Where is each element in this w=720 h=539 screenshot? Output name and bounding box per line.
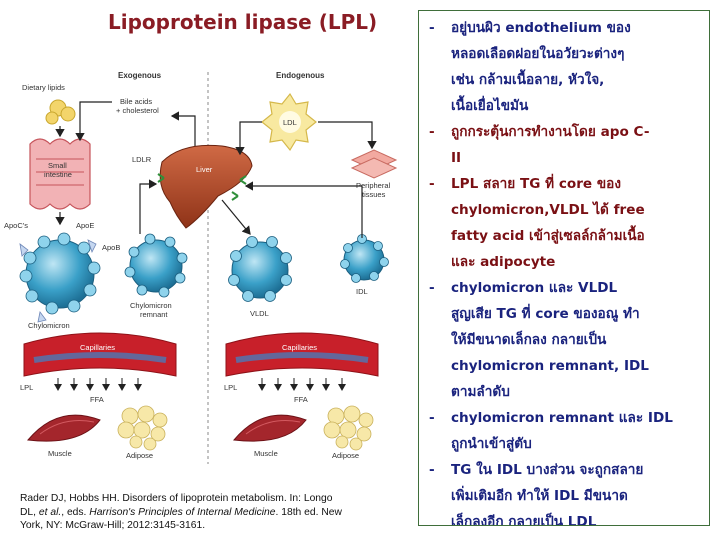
bullet-dash: - <box>429 462 435 478</box>
bullet-line: เพิ่มเติมอีก ทำให้ IDL มีขนาด <box>451 488 628 504</box>
ffa-right-label: FFA <box>294 395 308 404</box>
citation-eds: , eds. <box>61 506 90 518</box>
citation-book-title: Harrison's Principles of Internal Medici… <box>89 506 276 518</box>
muscle-right-label: Muscle <box>254 449 278 458</box>
muscle-left-label: Muscle <box>48 449 72 458</box>
bullet-line: ถูกกระตุ้นการทำงานโดย apo C- <box>451 124 650 140</box>
idl-particle <box>340 234 389 283</box>
ffa-arrows-right <box>258 378 346 391</box>
vldl-label: VLDL <box>250 309 269 318</box>
bullet-item: -chylomicron และ VLDL สูญเสีย TG ที่ core… <box>423 275 705 405</box>
citation-et-al: et al. <box>38 506 62 518</box>
peripheral-tissues <box>350 149 398 179</box>
chylo-remnant-label-1: Chylomicron <box>130 301 172 310</box>
bullet-line: เช่น กล้ามเนื้อลาย, หัวใจ, <box>451 72 605 88</box>
ldlr-label: LDLR <box>132 155 152 164</box>
small-intestine-label-2: intestine <box>44 170 72 179</box>
apoe-label: ApoE <box>76 221 94 230</box>
dietary-lipid-droplets <box>45 99 76 125</box>
adipose-right-label: Adipose <box>332 451 359 460</box>
citation-authors: DL, <box>20 506 39 518</box>
bullet-line: TG ใน IDL บางส่วน จะถูกสลาย <box>451 462 644 478</box>
bullet-line: สูญเสีย TG ที่ core ของอณู ทำ <box>451 306 640 322</box>
bullet-line: chylomicron และ VLDL <box>451 280 618 296</box>
bullet-item: -TG ใน IDL บางส่วน จะถูกสลายเพิ่มเติมอีก… <box>423 457 705 526</box>
bullet-line: ถูกนำเข้าสู่ตับ <box>451 436 532 452</box>
small-intestine <box>29 138 91 210</box>
lpl-right-label: LPL <box>224 383 237 392</box>
bullet-line: และ adipocyte <box>451 254 556 270</box>
peripheral-label-2: tissues <box>362 190 386 199</box>
bullet-line: II <box>451 150 462 166</box>
bullet-dash: - <box>429 280 435 296</box>
adipose-left-label: Adipose <box>126 451 153 460</box>
bullet-item: -LPL สลาย TG ที่ core ของ chylomicron,VLD… <box>423 171 705 275</box>
citation-line-2: DL, et al., eds. Harrison's Principles o… <box>20 506 415 520</box>
bullet-list: -อยู่บนผิว endothelium ของหลอดเลือดฝอยใน… <box>423 15 705 526</box>
citation-edition: . 18th ed. New <box>275 506 342 518</box>
chylomicron-particle <box>19 232 101 323</box>
apob-label: ApoB <box>102 243 120 252</box>
bile-acids-label-2: + cholesterol <box>116 106 159 115</box>
liver-label: Liver <box>196 165 213 174</box>
bullet-line: อยู่บนผิว endothelium ของ <box>451 20 631 36</box>
bullet-line: ให้มีขนาดเล็กลง กลายเป็น <box>451 332 607 348</box>
bullet-line: chylomicron remnant และ IDL <box>451 410 673 426</box>
citation-line-1: Rader DJ, Hobbs HH. Disorders of lipopro… <box>20 493 333 504</box>
chylo-remnant-label-2: remnant <box>140 310 168 319</box>
adipose-left <box>117 405 168 451</box>
bullet-line: เล็กลงอีก กลายเป็น LDL <box>451 514 597 526</box>
citation-line-3: York, NY: McGraw-Hill; 2012:3145-3161. <box>20 520 206 531</box>
peripheral-label-1: Peripheral <box>356 181 391 190</box>
chylomicron-label: Chylomicron <box>28 321 70 330</box>
bullet-item: -ถูกกระตุ้นการทำงานโดย apo C- II <box>423 119 705 171</box>
small-intestine-label-1: Small <box>48 161 67 170</box>
exogenous-label: Exogenous <box>118 71 162 80</box>
liver <box>159 144 253 229</box>
notes-panel: -อยู่บนผิว endothelium ของหลอดเลือดฝอยใน… <box>418 10 710 526</box>
capillaries-left-label: Capillaries <box>80 343 115 352</box>
lipoprotein-metabolism-diagram: Exogenous Endogenous Dietary lipids Smal… <box>4 71 398 464</box>
muscle-left <box>27 414 101 442</box>
bullet-dash: - <box>429 176 435 192</box>
chylomicron-remnant-particle <box>124 233 188 298</box>
vldl-particle <box>228 236 292 302</box>
page-title: Lipoprotein lipase (LPL) <box>108 10 378 34</box>
lpl-left-label: LPL <box>20 383 33 392</box>
dietary-lipids-label: Dietary lipids <box>22 83 65 92</box>
bullet-line: chylomicron remnant, IDL <box>451 358 649 374</box>
capillary-right <box>225 332 379 377</box>
bullet-line: chylomicron,VLDL ได้ free <box>451 202 645 218</box>
ldl-label: LDL <box>283 118 297 127</box>
bullet-line: หลอดเลือดฝอยในอวัยวะต่างๆ <box>451 46 625 62</box>
adipose-right <box>323 405 374 451</box>
apoc-label: ApoC's <box>4 221 28 230</box>
bullet-dash: - <box>429 20 435 36</box>
bullet-dash: - <box>429 410 435 426</box>
ldl-particle <box>261 92 317 152</box>
capillary-left <box>23 332 177 377</box>
bullet-item: -อยู่บนผิว endothelium ของหลอดเลือดฝอยใน… <box>423 15 705 119</box>
bullet-line: ตามลำดับ <box>451 384 510 400</box>
bullet-line: เนื้อเยื่อไขมัน <box>451 98 529 114</box>
endogenous-label: Endogenous <box>276 71 325 80</box>
bullet-line: LPL สลาย TG ที่ core ของ <box>451 176 621 192</box>
bullet-line: fatty acid เข้าสู่เซลล์กล้ามเนื้อ <box>451 228 645 244</box>
ffa-arrows-left <box>54 378 142 391</box>
capillaries-right-label: Capillaries <box>282 343 317 352</box>
bullet-item: -chylomicron remnant และ IDL ถูกนำเข้าสู่… <box>423 405 705 457</box>
idl-label: IDL <box>356 287 368 296</box>
citation: Rader DJ, Hobbs HH. Disorders of lipopro… <box>20 492 415 533</box>
bile-acids-label-1: Bile acids <box>120 97 152 106</box>
muscle-right <box>233 414 307 442</box>
bullet-dash: - <box>429 124 435 140</box>
ffa-left-label: FFA <box>90 395 104 404</box>
